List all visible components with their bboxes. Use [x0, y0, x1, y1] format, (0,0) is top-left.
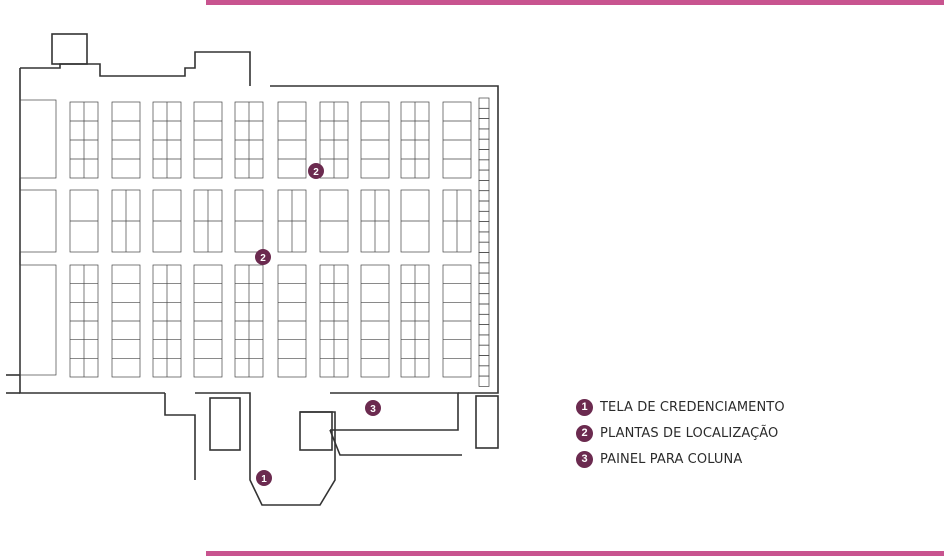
stand-block-left-3	[19, 264, 57, 376]
stand-small-right	[478, 262, 490, 274]
stand-small-right	[478, 252, 490, 264]
stand-small-right	[478, 365, 490, 377]
stand-small-right	[478, 200, 490, 212]
stand-small-right	[478, 313, 490, 325]
stand-small-right	[478, 149, 490, 161]
map-legend: 1 TELA DE CREDENCIAMENTO 2 PLANTAS DE LO…	[576, 394, 826, 472]
legend-item-painel: 3 PAINEL PARA COLUNA	[576, 446, 826, 472]
floor-plan-map[interactable]: 1 2 2 3	[0, 0, 560, 556]
stand-small-right	[478, 334, 490, 346]
marker-1[interactable]: 1	[256, 470, 272, 486]
stand-small-right	[478, 169, 490, 181]
stand-small-right	[478, 283, 490, 295]
marker-1-number: 1	[261, 474, 267, 485]
marker-2-upper-number: 2	[313, 167, 319, 178]
legend-badge-3: 3	[576, 450, 593, 468]
stand-small-right	[478, 210, 490, 222]
stand-small-right	[478, 118, 490, 130]
bottom-accent-bar	[206, 551, 944, 556]
exhibition-stands	[19, 97, 490, 387]
stand-small-right	[478, 303, 490, 315]
stand-small-right	[478, 272, 490, 284]
legend-badge-1: 1	[576, 398, 593, 416]
marker-2-lower-number: 2	[260, 253, 266, 264]
stand-small-right	[478, 241, 490, 253]
stand-small-right	[478, 293, 490, 305]
legend-item-credenciamento: 1 TELA DE CREDENCIAMENTO	[576, 394, 826, 420]
stand-small-right	[478, 231, 490, 243]
legend-badge-2: 2	[576, 424, 593, 442]
marker-3[interactable]: 3	[365, 400, 381, 416]
stand-small-right	[478, 180, 490, 192]
marker-2-lower[interactable]: 2	[255, 249, 271, 265]
stand-small-right	[478, 138, 490, 150]
stand-small-right	[478, 344, 490, 356]
stand-small-right	[478, 355, 490, 367]
marker-3-number: 3	[370, 404, 376, 415]
legend-item-plantas: 2 PLANTAS DE LOCALIZAÇÃO	[576, 420, 826, 446]
stand-small-right	[478, 128, 490, 140]
hall-walls	[6, 33, 499, 506]
stand-small-right	[478, 221, 490, 233]
stand-small-right	[478, 159, 490, 171]
legend-label-3: PAINEL PARA COLUNA	[600, 451, 743, 467]
stand-small-right	[478, 324, 490, 336]
stand-small-right	[478, 190, 490, 202]
legend-label-2: PLANTAS DE LOCALIZAÇÃO	[600, 425, 779, 441]
stand-small-right	[478, 97, 490, 109]
top-accent-bar	[206, 0, 944, 5]
marker-2-upper[interactable]: 2	[308, 163, 324, 179]
legend-label-1: TELA DE CREDENCIAMENTO	[600, 399, 785, 415]
stand-block-left-2	[19, 189, 57, 253]
stand-small-right	[478, 107, 490, 119]
stand-block-left-1	[19, 99, 57, 179]
stand-small-right	[478, 375, 490, 387]
